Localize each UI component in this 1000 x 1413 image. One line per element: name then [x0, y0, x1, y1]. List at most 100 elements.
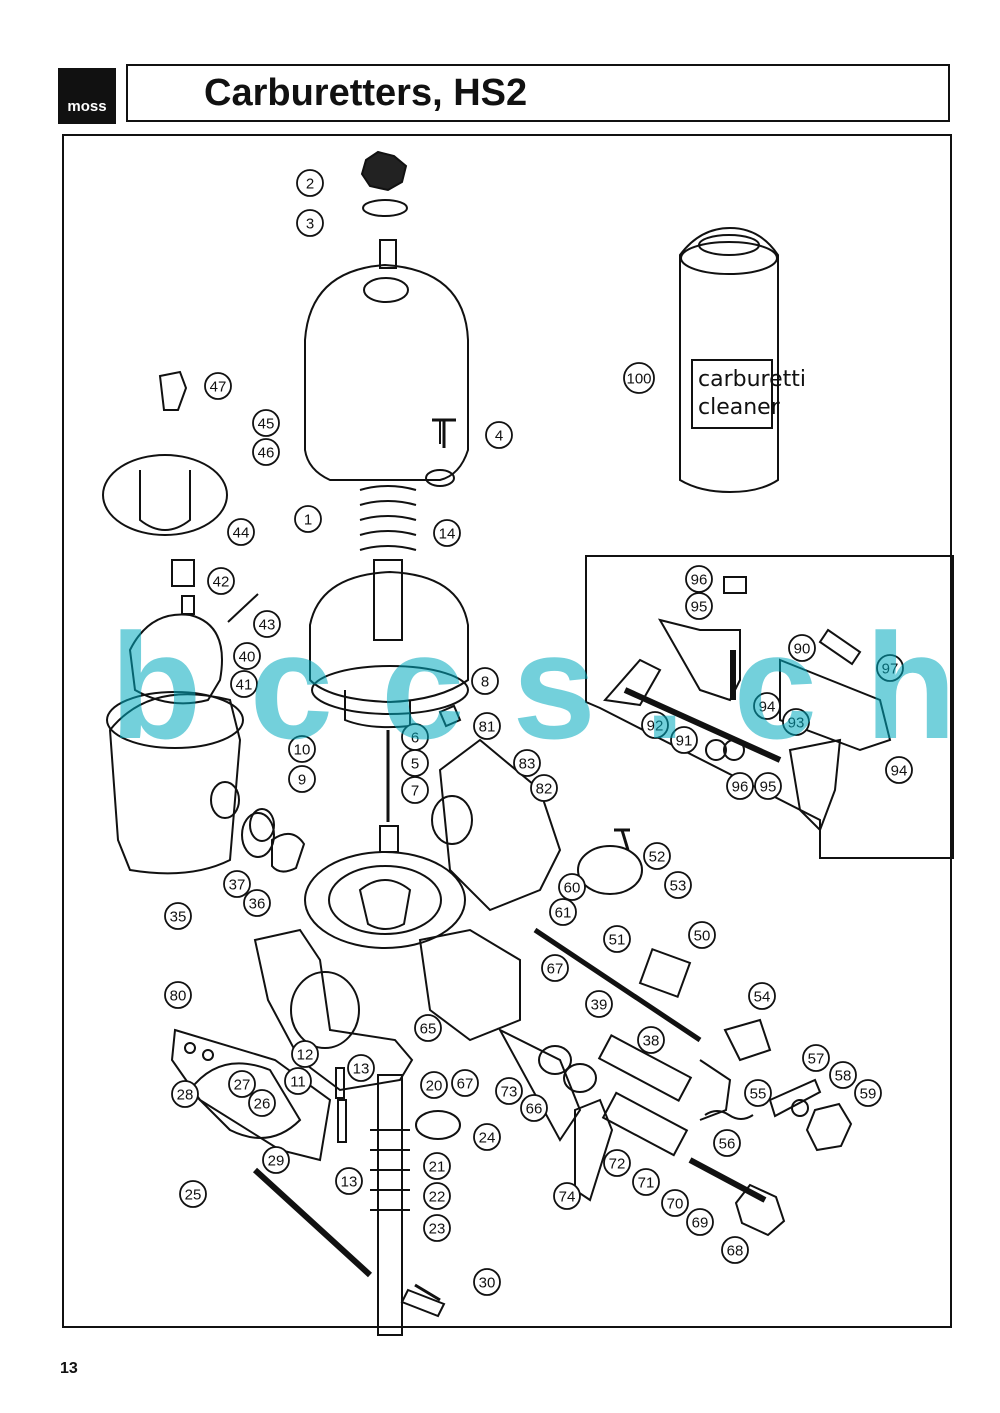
callout-20: 20 — [420, 1071, 448, 1099]
callout-45: 45 — [252, 409, 280, 437]
callout-circle — [876, 654, 904, 682]
callout-number: 24 — [479, 1130, 496, 1147]
callout-circle — [473, 712, 501, 740]
inset-lever-92 — [603, 658, 662, 707]
callout-37: 37 — [223, 870, 251, 898]
callout-circle — [179, 1180, 207, 1208]
callout-12: 12 — [291, 1040, 319, 1068]
callout-1: 1 — [294, 505, 322, 533]
callout-number: 5 — [411, 756, 419, 773]
callout-number: 25 — [185, 1187, 202, 1204]
callout-number: 28 — [177, 1087, 194, 1104]
lid-bracket — [158, 370, 188, 411]
callout-circle — [713, 1129, 741, 1157]
callout-36: 36 — [243, 889, 271, 917]
callout-circle — [623, 362, 655, 394]
callout-number: 71 — [638, 1175, 655, 1192]
lever-57 — [768, 1078, 822, 1118]
callout-number: 83 — [519, 756, 536, 773]
callout-43: 43 — [253, 610, 281, 638]
callout-circle — [664, 871, 692, 899]
callout-circle — [227, 518, 255, 546]
callout-29: 29 — [262, 1146, 290, 1174]
callout-72: 72 — [603, 1149, 631, 1177]
callout-96b: 96 — [726, 772, 754, 800]
callout-number: 66 — [526, 1101, 543, 1118]
callout-67a: 67 — [541, 954, 569, 982]
gasket-37 — [241, 812, 275, 858]
spring — [359, 485, 417, 551]
callout-number: 100 — [626, 371, 651, 388]
callout-68: 68 — [721, 1236, 749, 1264]
callout-44: 44 — [227, 518, 255, 546]
callout-23: 23 — [423, 1214, 451, 1242]
callout-circle — [744, 1079, 772, 1107]
callout-circle — [423, 1214, 451, 1242]
callout-circle — [451, 1069, 479, 1097]
callout-number: 59 — [860, 1086, 877, 1103]
callout-60: 60 — [558, 873, 586, 901]
callout-61: 61 — [549, 898, 577, 926]
callout-7: 7 — [401, 776, 429, 804]
callout-number: 96 — [732, 779, 749, 796]
callout-number: 95 — [760, 779, 777, 796]
callout-circle — [754, 772, 782, 800]
nut-68 — [734, 1183, 786, 1237]
callout-number: 26 — [254, 1096, 271, 1113]
callout-circle — [520, 1094, 548, 1122]
callout-82: 82 — [530, 774, 558, 802]
intake-housing — [438, 738, 562, 912]
callout-96a: 96 — [685, 565, 713, 593]
callout-number: 92 — [647, 718, 664, 735]
callout-number: 20 — [426, 1078, 443, 1095]
callout-number: 80 — [170, 988, 187, 1005]
callout-30: 30 — [473, 1268, 501, 1296]
page-number: 13 — [60, 1360, 78, 1377]
callout-46: 46 — [252, 438, 280, 466]
title-box: Carburetters, HS2 — [126, 64, 950, 122]
callout-number: 40 — [239, 649, 256, 666]
callout-53: 53 — [664, 871, 692, 899]
callout-number: 65 — [420, 1021, 437, 1038]
callout-number: 21 — [429, 1159, 446, 1176]
callout-circle — [288, 735, 316, 763]
callout-21: 21 — [423, 1152, 451, 1180]
fuel-pipe — [252, 1167, 373, 1278]
callout-number: 4 — [495, 428, 503, 445]
callout-number: 30 — [479, 1275, 496, 1292]
callout-56: 56 — [713, 1129, 741, 1157]
callout-circle — [802, 1044, 830, 1072]
callout-5: 5 — [401, 749, 429, 777]
callout-number: 45 — [258, 416, 275, 433]
callout-6: 6 — [401, 723, 429, 751]
callout-35: 35 — [164, 902, 192, 930]
callout-circle — [721, 1236, 749, 1264]
callout-circle — [401, 749, 429, 777]
callout-number: 69 — [692, 1215, 709, 1232]
callout-number: 39 — [591, 997, 608, 1014]
callout-circle — [854, 1079, 882, 1107]
callout-50: 50 — [688, 921, 716, 949]
throttle-spindle — [533, 927, 702, 1043]
callout-circle — [171, 1080, 199, 1108]
callout-circle — [661, 1189, 689, 1217]
piston — [309, 570, 469, 704]
callout-circle — [748, 982, 776, 1010]
callout-52: 52 — [643, 842, 671, 870]
callout-number: 51 — [609, 932, 626, 949]
callout-circle — [253, 610, 281, 638]
float — [128, 613, 223, 705]
watermark: bccs.ch — [110, 602, 1000, 770]
callout-number: 14 — [439, 526, 456, 543]
callout-69: 69 — [686, 1208, 714, 1236]
callout-circle — [553, 1182, 581, 1210]
callout-circle — [885, 756, 913, 784]
callout-73: 73 — [495, 1077, 523, 1105]
callout-number: 94 — [891, 763, 908, 780]
callout-66: 66 — [520, 1094, 548, 1122]
callout-9: 9 — [288, 765, 316, 793]
callout-4: 4 — [485, 421, 513, 449]
callout-circle — [401, 776, 429, 804]
callout-circle — [495, 1077, 523, 1105]
